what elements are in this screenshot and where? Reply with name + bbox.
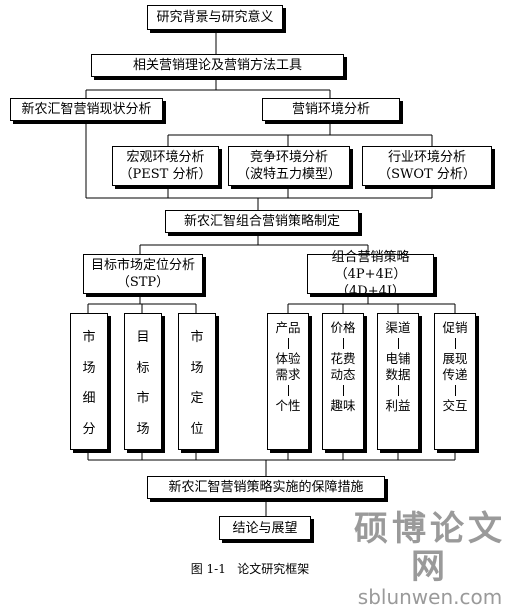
- macro-line1: 宏观环境分析: [126, 150, 205, 165]
- strategy-body: 数据: [385, 367, 411, 382]
- stp-char: 市: [82, 329, 96, 345]
- research-background-box: 研究背景与研究意义: [147, 5, 283, 30]
- theory-tools-label: 相关营销理论及营销方法工具: [132, 58, 302, 73]
- strategy-head: 价格: [330, 320, 356, 335]
- target-market-line2: （STP）: [116, 275, 170, 290]
- separator: [287, 338, 289, 349]
- combination-strategy-box: 组合营销策略 （4P+4E）（4D+4I）: [307, 250, 434, 299]
- stp-char: 目: [136, 329, 150, 345]
- conclusion-label: 结论与展望: [232, 520, 298, 536]
- strategy-tail: 趣味: [330, 398, 356, 413]
- stp-char: 标: [136, 360, 150, 376]
- competitive-environment-box: 竞争环境分析 （波特五力模型）: [228, 146, 350, 186]
- status-analysis-box: 新农汇智营销现状分析: [10, 98, 163, 121]
- watermark-en: sblunwen.com: [357, 585, 503, 609]
- safeguards-label: 新农汇智营销策略实施的保障措施: [168, 480, 364, 495]
- target-market-line1: 目标市场定位分析: [90, 258, 195, 273]
- conclusion-box: 结论与展望: [219, 516, 311, 540]
- strategy-tail: 个性: [275, 398, 301, 413]
- status-analysis-label: 新农汇智营销现状分析: [21, 102, 152, 117]
- separator: [287, 385, 289, 396]
- macro-environment-box: 宏观环境分析 （PEST 分析）: [112, 146, 219, 186]
- environment-analysis-label: 营销环境分析: [291, 102, 370, 117]
- competitive-line1: 竞争环境分析: [249, 150, 328, 165]
- separator: [397, 385, 399, 396]
- strategy-body: 展现: [442, 351, 468, 366]
- stp-char: 场: [190, 360, 204, 376]
- strategy-body: 传递: [442, 367, 468, 382]
- combination-line1: 组合营销策略: [331, 249, 410, 265]
- caption-text: 论文研究框架: [237, 562, 310, 576]
- figure-caption: 图 1-1 论文研究框架: [170, 560, 330, 577]
- connector-lines: [85, 30, 456, 516]
- strategy-body: 花费: [330, 351, 356, 366]
- stp-target-market-box: 目 标 市 场: [124, 313, 162, 450]
- competitive-line2: （波特五力模型）: [236, 167, 341, 182]
- watermark: 硕博论文网 sblunwen.com: [340, 510, 520, 608]
- industry-line2: （SWOT 分析）: [378, 167, 476, 182]
- strategy-tail: 利益: [385, 398, 411, 413]
- strategy-body: 体验: [275, 351, 301, 366]
- stp-char: 定: [190, 391, 204, 407]
- strategy-promotion-box: 促销 展现 传递 交互: [434, 313, 476, 450]
- separator: [342, 338, 344, 349]
- strategy-body: 需求: [275, 367, 301, 382]
- watermark-cn: 硕博论文网: [354, 509, 506, 587]
- stp-market-segmentation-box: 市 场 细 分: [70, 313, 108, 450]
- macro-line2: （PEST 分析）: [119, 167, 212, 182]
- framework-diagram: 研究背景与研究意义 相关营销理论及营销方法工具 新农汇智营销现状分析 营销环境分…: [10, 5, 502, 608]
- industry-line1: 行业环境分析: [387, 150, 466, 165]
- strategy-body: 电铺: [385, 351, 411, 366]
- strategy-channel-box: 渠道 电铺 数据 利益: [377, 313, 419, 450]
- strategy-product-box: 产品 体验 需求 个性: [267, 313, 309, 450]
- stp-char: 分: [82, 422, 96, 438]
- stp-char: 场: [82, 360, 96, 376]
- strategy-head: 产品: [275, 320, 301, 335]
- stp-market-positioning-box: 市 场 定 位: [178, 313, 216, 450]
- strategy-price-box: 价格 花费 动态 趣味: [322, 313, 364, 450]
- stp-char: 市: [190, 329, 204, 345]
- stp-char: 场: [136, 422, 150, 438]
- strategy-head: 渠道: [385, 320, 411, 335]
- separator: [342, 385, 344, 396]
- strategy-head: 促销: [442, 320, 468, 335]
- caption-number: 图 1-1: [190, 562, 226, 576]
- research-background-label: 研究背景与研究意义: [156, 10, 274, 25]
- target-market-box: 目标市场定位分析 （STP）: [83, 254, 203, 294]
- strategy-tail: 交互: [442, 398, 468, 413]
- stp-char: 细: [82, 391, 96, 407]
- industry-environment-box: 行业环境分析 （SWOT 分析）: [362, 146, 492, 186]
- stp-char: 位: [190, 422, 204, 438]
- strategy-body: 动态: [330, 367, 356, 382]
- separator: [397, 338, 399, 349]
- theory-tools-box: 相关营销理论及营销方法工具: [91, 54, 344, 77]
- safeguards-box: 新农汇智营销策略实施的保障措施: [147, 476, 385, 499]
- environment-analysis-box: 营销环境分析: [262, 98, 400, 121]
- separator: [454, 338, 456, 349]
- strategy-formulation-label: 新农汇智组合营销策略制定: [183, 214, 340, 229]
- strategy-formulation-box: 新农汇智组合营销策略制定: [165, 210, 359, 233]
- stp-char: 市: [136, 391, 150, 407]
- combination-line2: （4P+4E）（4D+4I）: [334, 266, 407, 299]
- separator: [454, 385, 456, 396]
